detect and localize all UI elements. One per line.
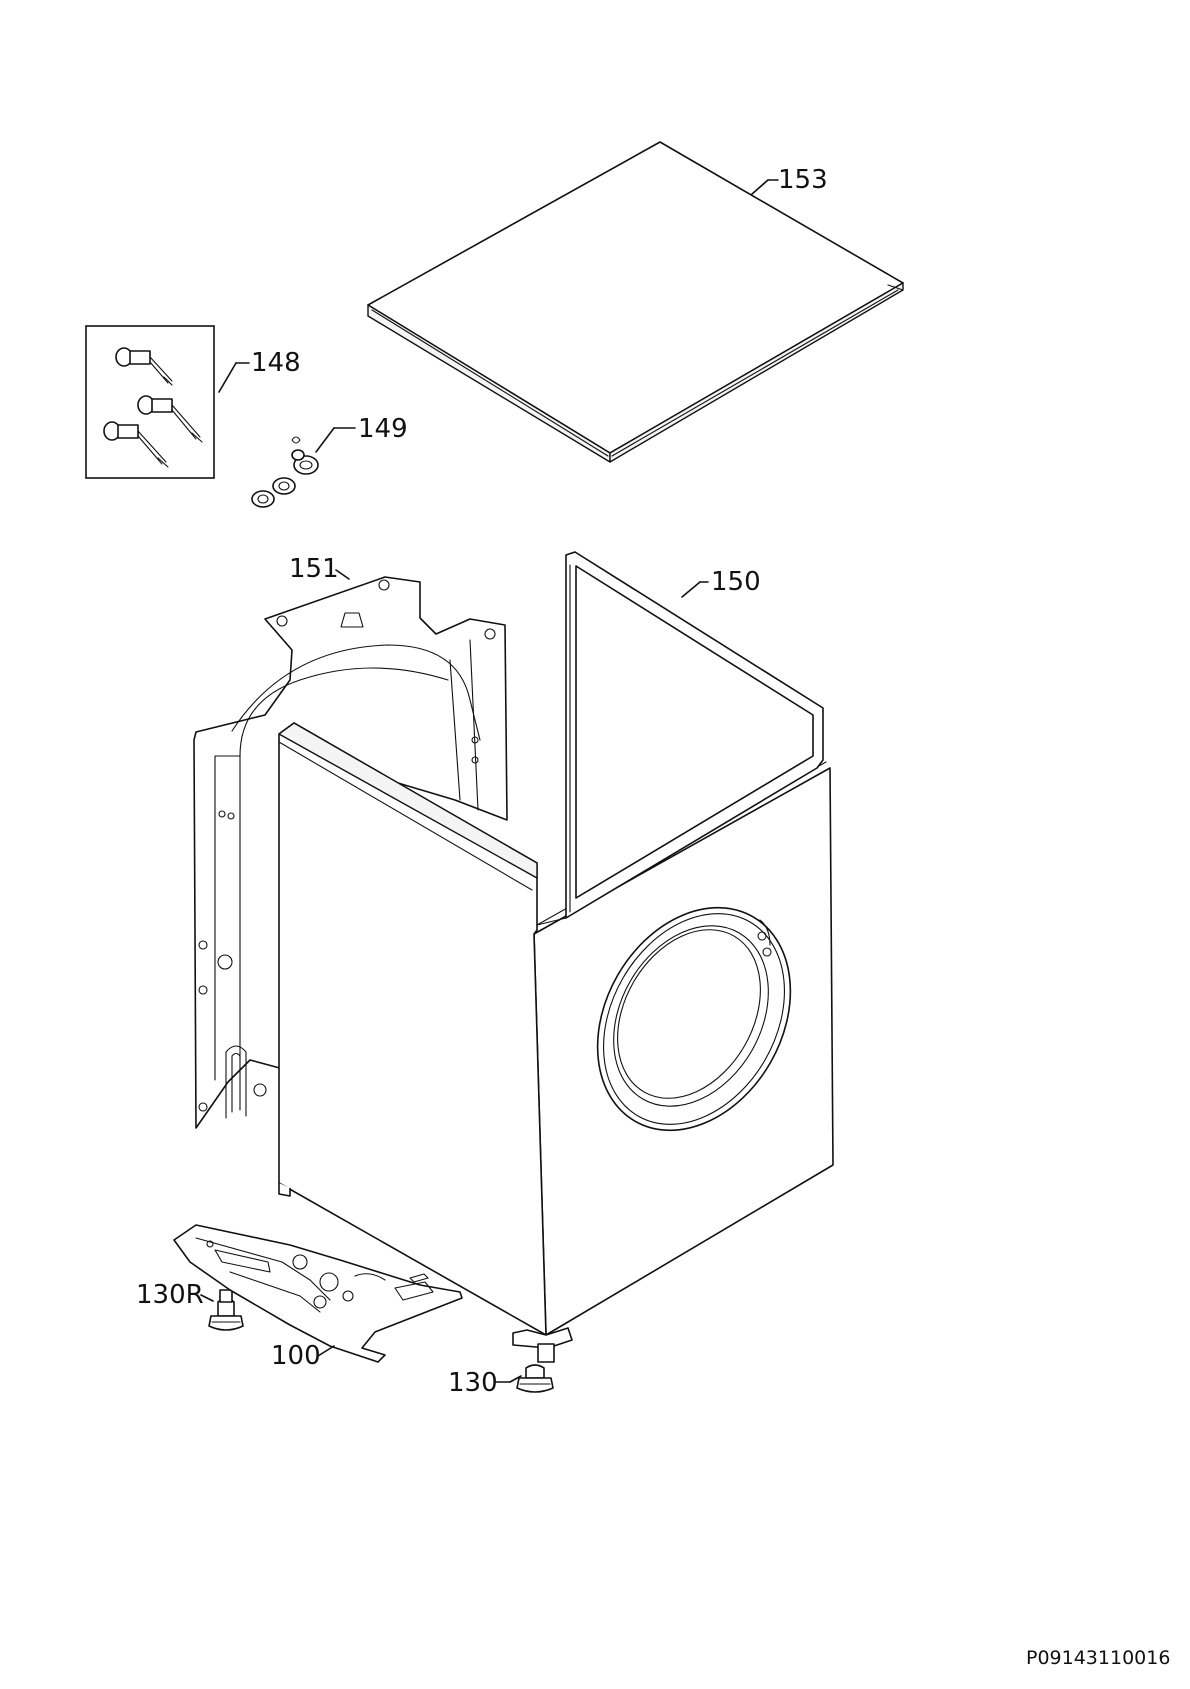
leader-150 [681,581,709,598]
callout-153: 153 [778,165,828,195]
cabinet-body [278,722,834,1363]
callout-149: 149 [358,414,408,444]
part-100-base-plate [173,1224,463,1363]
callout-148: 148 [251,348,301,378]
leader-100 [317,1345,335,1357]
callout-150: 150 [711,567,761,597]
callout-130R: 130R [136,1280,204,1310]
transit-bolt [137,395,203,443]
leader-149 [315,427,356,453]
part-153-top-cover [367,141,904,463]
part-148-transit-bolts [85,325,215,479]
part-130R-foot [208,1289,244,1331]
part-150-frame [536,551,824,926]
callout-151: 151 [289,554,339,584]
leader-130R [200,1294,214,1302]
leader-130 [494,1375,522,1383]
part-130-foot [516,1364,554,1393]
cabinet-left-foot [278,1183,291,1197]
leader-151 [335,569,350,580]
part-149-caps [251,436,319,508]
leader-148 [218,362,250,393]
leader-153 [751,179,779,195]
door-porthole [596,906,792,1132]
transit-bolt [103,421,169,468]
callout-100: 100 [271,1341,321,1371]
drawing-code: P09143110016 [1026,1647,1170,1669]
cabinet-front-foot [512,1327,573,1363]
callout-130: 130 [448,1368,498,1398]
transit-bolt [115,347,173,386]
